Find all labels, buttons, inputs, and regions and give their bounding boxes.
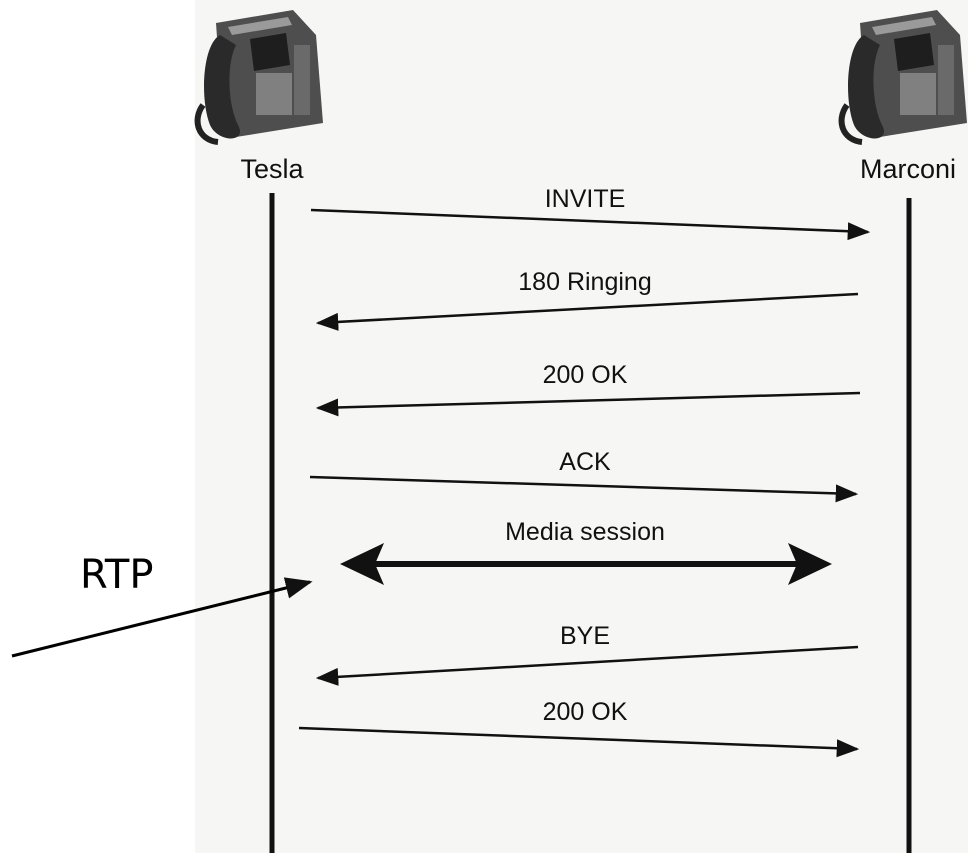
annotation-arrow bbox=[11, 577, 313, 658]
message-arrow bbox=[315, 391, 861, 417]
message-arrow bbox=[309, 475, 859, 503]
desk-phone-icon bbox=[838, 10, 967, 145]
message-label: 180 Ringing bbox=[518, 268, 651, 296]
party-label-left: Tesla bbox=[240, 154, 304, 184]
diagram-background bbox=[195, 0, 968, 853]
message-label: 200 OK bbox=[543, 698, 628, 726]
message-label: BYE bbox=[560, 622, 610, 650]
desk-phone-icon bbox=[194, 10, 323, 145]
annotation-label: RTP bbox=[80, 552, 153, 598]
message-arrow bbox=[315, 292, 859, 331]
message-arrow bbox=[298, 726, 860, 758]
message-label: ACK bbox=[559, 448, 611, 476]
message-label: 200 OK bbox=[543, 361, 628, 389]
message-label: Media session bbox=[505, 518, 665, 546]
message-label: INVITE bbox=[545, 185, 626, 213]
media-session-arrow bbox=[340, 543, 832, 585]
message-arrow bbox=[315, 645, 859, 686]
party-label-right: Marconi bbox=[860, 154, 956, 184]
message-arrow bbox=[310, 208, 871, 241]
